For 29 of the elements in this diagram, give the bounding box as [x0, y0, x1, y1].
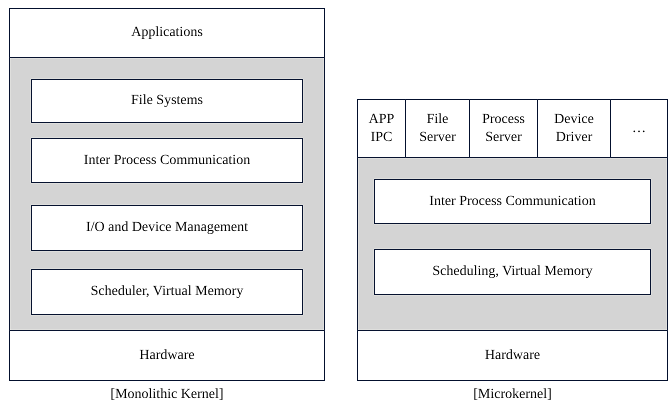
layer-label: Scheduler, Virtual Memory: [90, 283, 244, 301]
layer-label: Process Server: [481, 110, 526, 146]
layer-band: [9, 57, 325, 331]
layer-label: Inter Process Communication: [82, 152, 252, 170]
layer-box: [31, 205, 303, 251]
layer-box: [374, 249, 651, 295]
layer-label: Hardware: [484, 346, 542, 364]
diagram-caption: [Microkernel]: [473, 386, 552, 404]
layer-box: [31, 138, 303, 183]
layer-label: Inter Process Communication: [428, 192, 597, 210]
layer-box: [9, 330, 325, 381]
layer-box: [374, 179, 651, 224]
layer-band: [357, 157, 668, 331]
layer-label: …: [631, 120, 647, 138]
layer-label: File Server: [418, 110, 457, 146]
layer-box: [9, 8, 325, 58]
layer-label: File Systems: [130, 92, 204, 110]
layer-label: Hardware: [138, 346, 196, 364]
layer-label: Applications: [130, 24, 204, 42]
layer-label: I/O and Device Management: [84, 219, 250, 237]
layer-box: [357, 99, 406, 158]
layer-box: [610, 99, 668, 158]
layer-box: [31, 79, 303, 123]
layer-box: [31, 269, 303, 315]
layer-label: Scheduling, Virtual Memory: [431, 263, 594, 281]
layer-label: Device Driver: [553, 110, 595, 146]
diagram-caption: [Monolithic Kernel]: [110, 386, 224, 404]
layer-box: [357, 330, 668, 381]
layer-label: APP IPC: [368, 110, 396, 146]
